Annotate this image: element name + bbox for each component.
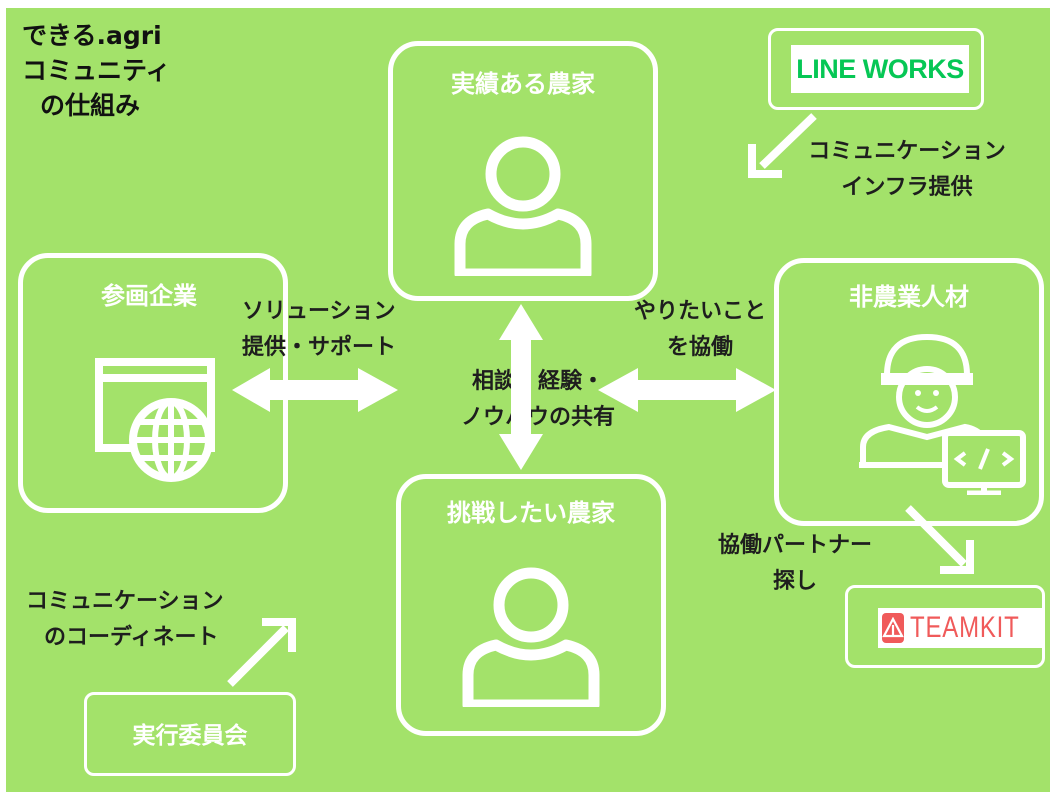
- edge-label-center-line-2: ノウハウの共有: [460, 405, 615, 430]
- node-proven-farmers: 実績ある農家: [388, 41, 658, 301]
- node-executive-committee-label: 実行委員会: [132, 723, 248, 749]
- node-challenging-farmers: 挑戦したい農家: [396, 474, 666, 736]
- edge-label-want-to-do-line-1: やりたいこと: [633, 299, 766, 324]
- edge-label-center-line-1: 相談、経験・: [471, 369, 604, 394]
- title-line-1: できる.agri: [22, 21, 162, 50]
- node-non-agri-talent: 非農業人材: [774, 258, 1044, 526]
- arrow-lineworks-infra: [759, 113, 817, 169]
- engineer-code-icon: [859, 333, 1026, 495]
- arrow-lineworks-infra-head: [748, 144, 782, 178]
- title-line-3: の仕組み: [40, 91, 141, 120]
- node-challenging-farmers-label: 挑戦したい農家: [447, 499, 615, 527]
- node-non-agri-talent-label: 非農業人材: [849, 283, 969, 311]
- edge-label-coordination: コミュニケーション のコーディネート: [26, 584, 224, 656]
- edge-label-solutions-line-1: ソリューション: [242, 299, 396, 324]
- edge-label-coordination-line-2: のコーディネート: [44, 625, 219, 650]
- person-icon: [454, 136, 592, 276]
- line-works-logo: LINE WORKS: [791, 45, 969, 93]
- node-participating-companies-label: 参画企業: [101, 282, 197, 310]
- edge-label-communication-infra-line-2: インフラ提供: [841, 175, 973, 200]
- edge-label-solutions-line-2: 提供・サポート: [242, 335, 397, 360]
- arrow-talent-teamkit: [905, 505, 967, 567]
- edge-label-communication-infra-line-1: コミュニケーション: [808, 139, 1006, 164]
- arrow-farmers-vertical: [499, 304, 543, 470]
- arrow-committee-coordination: [227, 625, 289, 687]
- browser-globe-icon: [95, 358, 215, 482]
- arrows-layer: [227, 113, 974, 687]
- diagram-canvas: できる.agri コミュニティ の仕組み 実績ある農家 挑戦したい農家 参画企業: [6, 8, 1050, 792]
- node-proven-farmers-label: 実績ある農家: [451, 70, 595, 98]
- title-line-2: コミュニティ: [22, 56, 171, 85]
- line-works-box: LINE WORKS: [768, 28, 984, 110]
- edge-label-communication-infra: コミュニケーション インフラ提供: [794, 134, 1020, 206]
- teamkit-logo: TEAMKIT: [878, 608, 1042, 648]
- edge-label-partner-search: 協働パートナー 探し: [700, 528, 890, 600]
- edge-label-solutions: ソリューション 提供・サポート: [242, 294, 396, 366]
- teamkit-logo-text: TEAMKIT: [910, 611, 1020, 644]
- edge-label-center: 相談、経験・ ノウハウの共有: [438, 364, 638, 436]
- edge-label-coordination-line-1: コミュニケーション: [26, 589, 224, 614]
- arrow-center-talent: [598, 368, 776, 412]
- teamkit-logo-icon: [882, 613, 904, 643]
- arrow-committee-coordination-head: [262, 618, 296, 652]
- person-icon: [462, 567, 600, 707]
- arrow-companies-center: [232, 368, 398, 412]
- edge-label-partner-search-line-2: 探し: [772, 569, 817, 594]
- teamkit-box: TEAMKIT: [845, 585, 1045, 668]
- arrow-talent-teamkit-head: [940, 540, 974, 574]
- edge-label-want-to-do-line-2: を協働: [666, 335, 733, 360]
- edge-label-want-to-do: やりたいこと を協働: [620, 294, 780, 366]
- diagram-title: できる.agri コミュニティ の仕組み: [22, 18, 171, 123]
- edge-label-partner-search-line-1: 協働パートナー: [717, 533, 872, 558]
- node-executive-committee: 実行委員会: [84, 692, 296, 776]
